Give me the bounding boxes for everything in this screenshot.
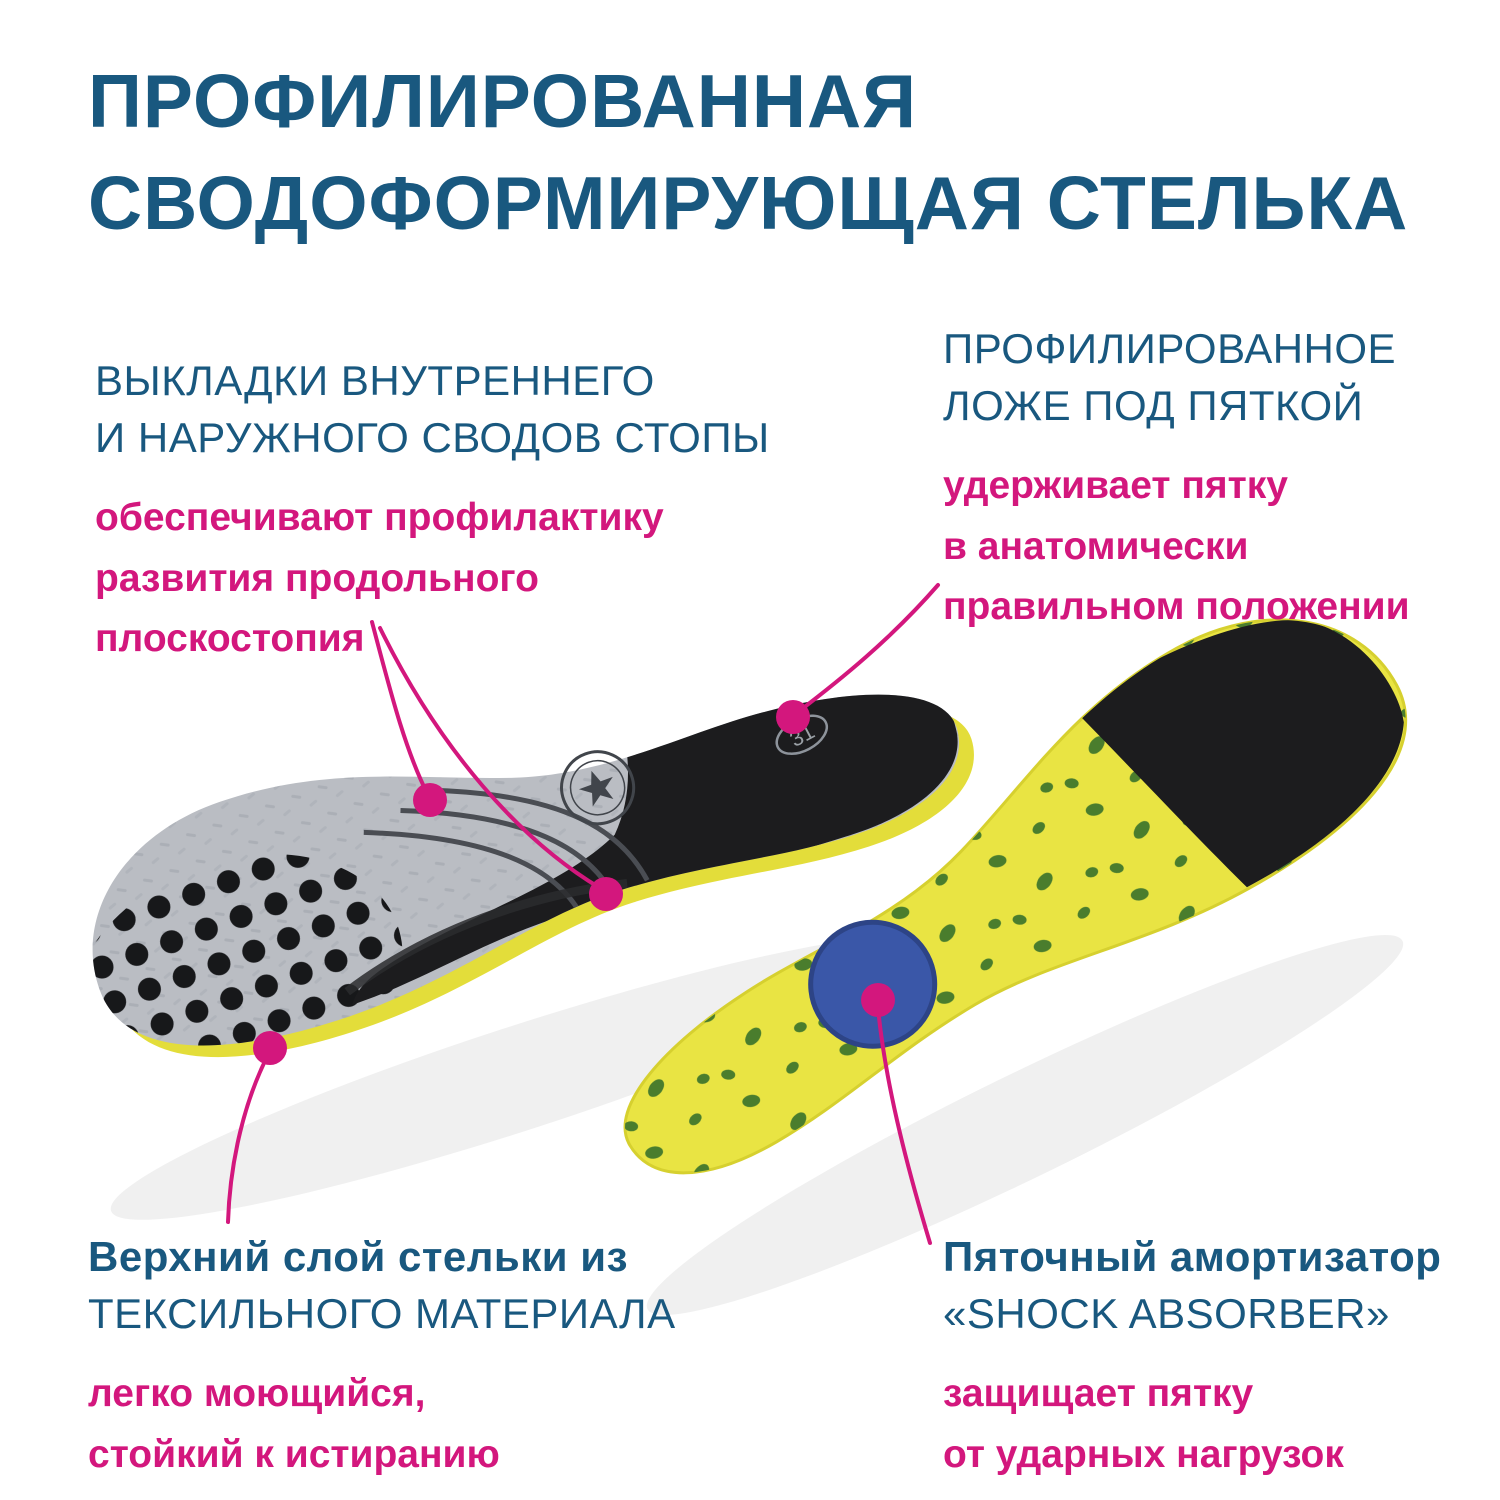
callout-dot-arch-b	[589, 877, 623, 911]
callout-dot-shock	[861, 983, 895, 1017]
callout-heelbed-body: удерживает пятку в анатомически правильн…	[943, 456, 1410, 637]
callout-dot-toplayer	[253, 1031, 287, 1065]
heel-toe-black-cap	[1072, 619, 1404, 888]
callout-dot-heelbed	[776, 700, 810, 734]
brand-stamp	[560, 750, 636, 826]
heading-line: Верхний слой стельки из	[88, 1233, 628, 1280]
callout-heelbed-heading: ПРОФИЛИРОВАННОЕ ЛОЖЕ ПОД ПЯТКОЙ	[943, 320, 1410, 434]
callout-line-heelbed	[796, 583, 940, 714]
heading-line: ЛОЖЕ ПОД ПЯТКОЙ	[943, 382, 1364, 430]
callout-top-layer: Верхний слой стельки из ТЕКСИЛЬНОГО МАТЕ…	[88, 1228, 676, 1485]
callout-toplayer-heading: Верхний слой стельки из ТЕКСИЛЬНОГО МАТЕ…	[88, 1228, 676, 1342]
heading-line: «SHOCK ABSORBER»	[943, 1290, 1390, 1338]
callout-line-shock	[876, 1006, 932, 1245]
body-line: удерживает пятку	[943, 464, 1288, 508]
callout-line-toplayer	[226, 1053, 270, 1224]
right-insole-shadow	[646, 935, 1404, 1315]
callout-dot-arch-a	[413, 783, 447, 817]
callout-dots	[253, 700, 895, 1065]
body-line: легко моющийся,	[88, 1372, 426, 1416]
callout-heel-bed: ПРОФИЛИРОВАННОЕ ЛОЖЕ ПОД ПЯТКОЙ удержива…	[943, 320, 1410, 638]
callout-line-arch-b	[378, 626, 602, 890]
body-line: развития продольного	[95, 556, 539, 600]
callout-arch-heading: ВЫКЛАДКИ ВНУТРЕННЕГО И НАРУЖНОГО СВОДОВ …	[95, 352, 770, 466]
heading-line: ТЕКСИЛЬНОГО МАТЕРИАЛА	[88, 1290, 676, 1338]
body-line: плоскостопия	[95, 617, 365, 661]
title-line-2: СВОДОФОРМИРУЮЩАЯ СТЕЛЬКА	[88, 161, 1409, 245]
callout-shock-body: защищает пятку от ударных нагрузок	[943, 1364, 1441, 1485]
body-line: стойкий к истиранию	[88, 1432, 500, 1476]
body-line: защищает пятку	[943, 1372, 1254, 1416]
title-line-1: ПРОФИЛИРОВАННАЯ	[88, 59, 918, 143]
body-line: в анатомически	[943, 524, 1249, 568]
body-line: обеспечивают профилактику	[95, 496, 664, 540]
callout-arch-body: обеспечивают профилактику развития продо…	[95, 488, 770, 669]
callout-line-arch-a	[370, 620, 430, 797]
heading-line: И НАРУЖНОГО СВОДОВ СТОПЫ	[95, 414, 770, 462]
heading-line: ПРОФИЛИРОВАННОЕ	[943, 325, 1397, 372]
heading-line: Пяточный амортизатор	[943, 1233, 1442, 1280]
heading-line: ВЫКЛАДКИ ВНУТРЕННЕГО	[95, 357, 655, 404]
callout-shock-heading: Пяточный амортизатор «SHOCK ABSORBER»	[943, 1228, 1441, 1342]
arch-support-black-zone	[352, 684, 958, 1005]
callout-toplayer-body: легко моющийся, стойкий к истиранию	[88, 1364, 676, 1485]
callout-arch-support: ВЫКЛАДКИ ВНУТРЕННЕГО И НАРУЖНОГО СВОДОВ …	[95, 352, 770, 670]
body-line: от ударных нагрузок	[943, 1432, 1344, 1476]
page-title: ПРОФИЛИРОВАННАЯ СВОДОФОРМИРУЮЩАЯ СТЕЛЬКА	[88, 50, 1408, 254]
callout-lines	[226, 583, 940, 1245]
callout-shock-absorber: Пяточный амортизатор «SHOCK ABSORBER» за…	[943, 1228, 1441, 1485]
body-line: правильном положении	[943, 585, 1410, 629]
